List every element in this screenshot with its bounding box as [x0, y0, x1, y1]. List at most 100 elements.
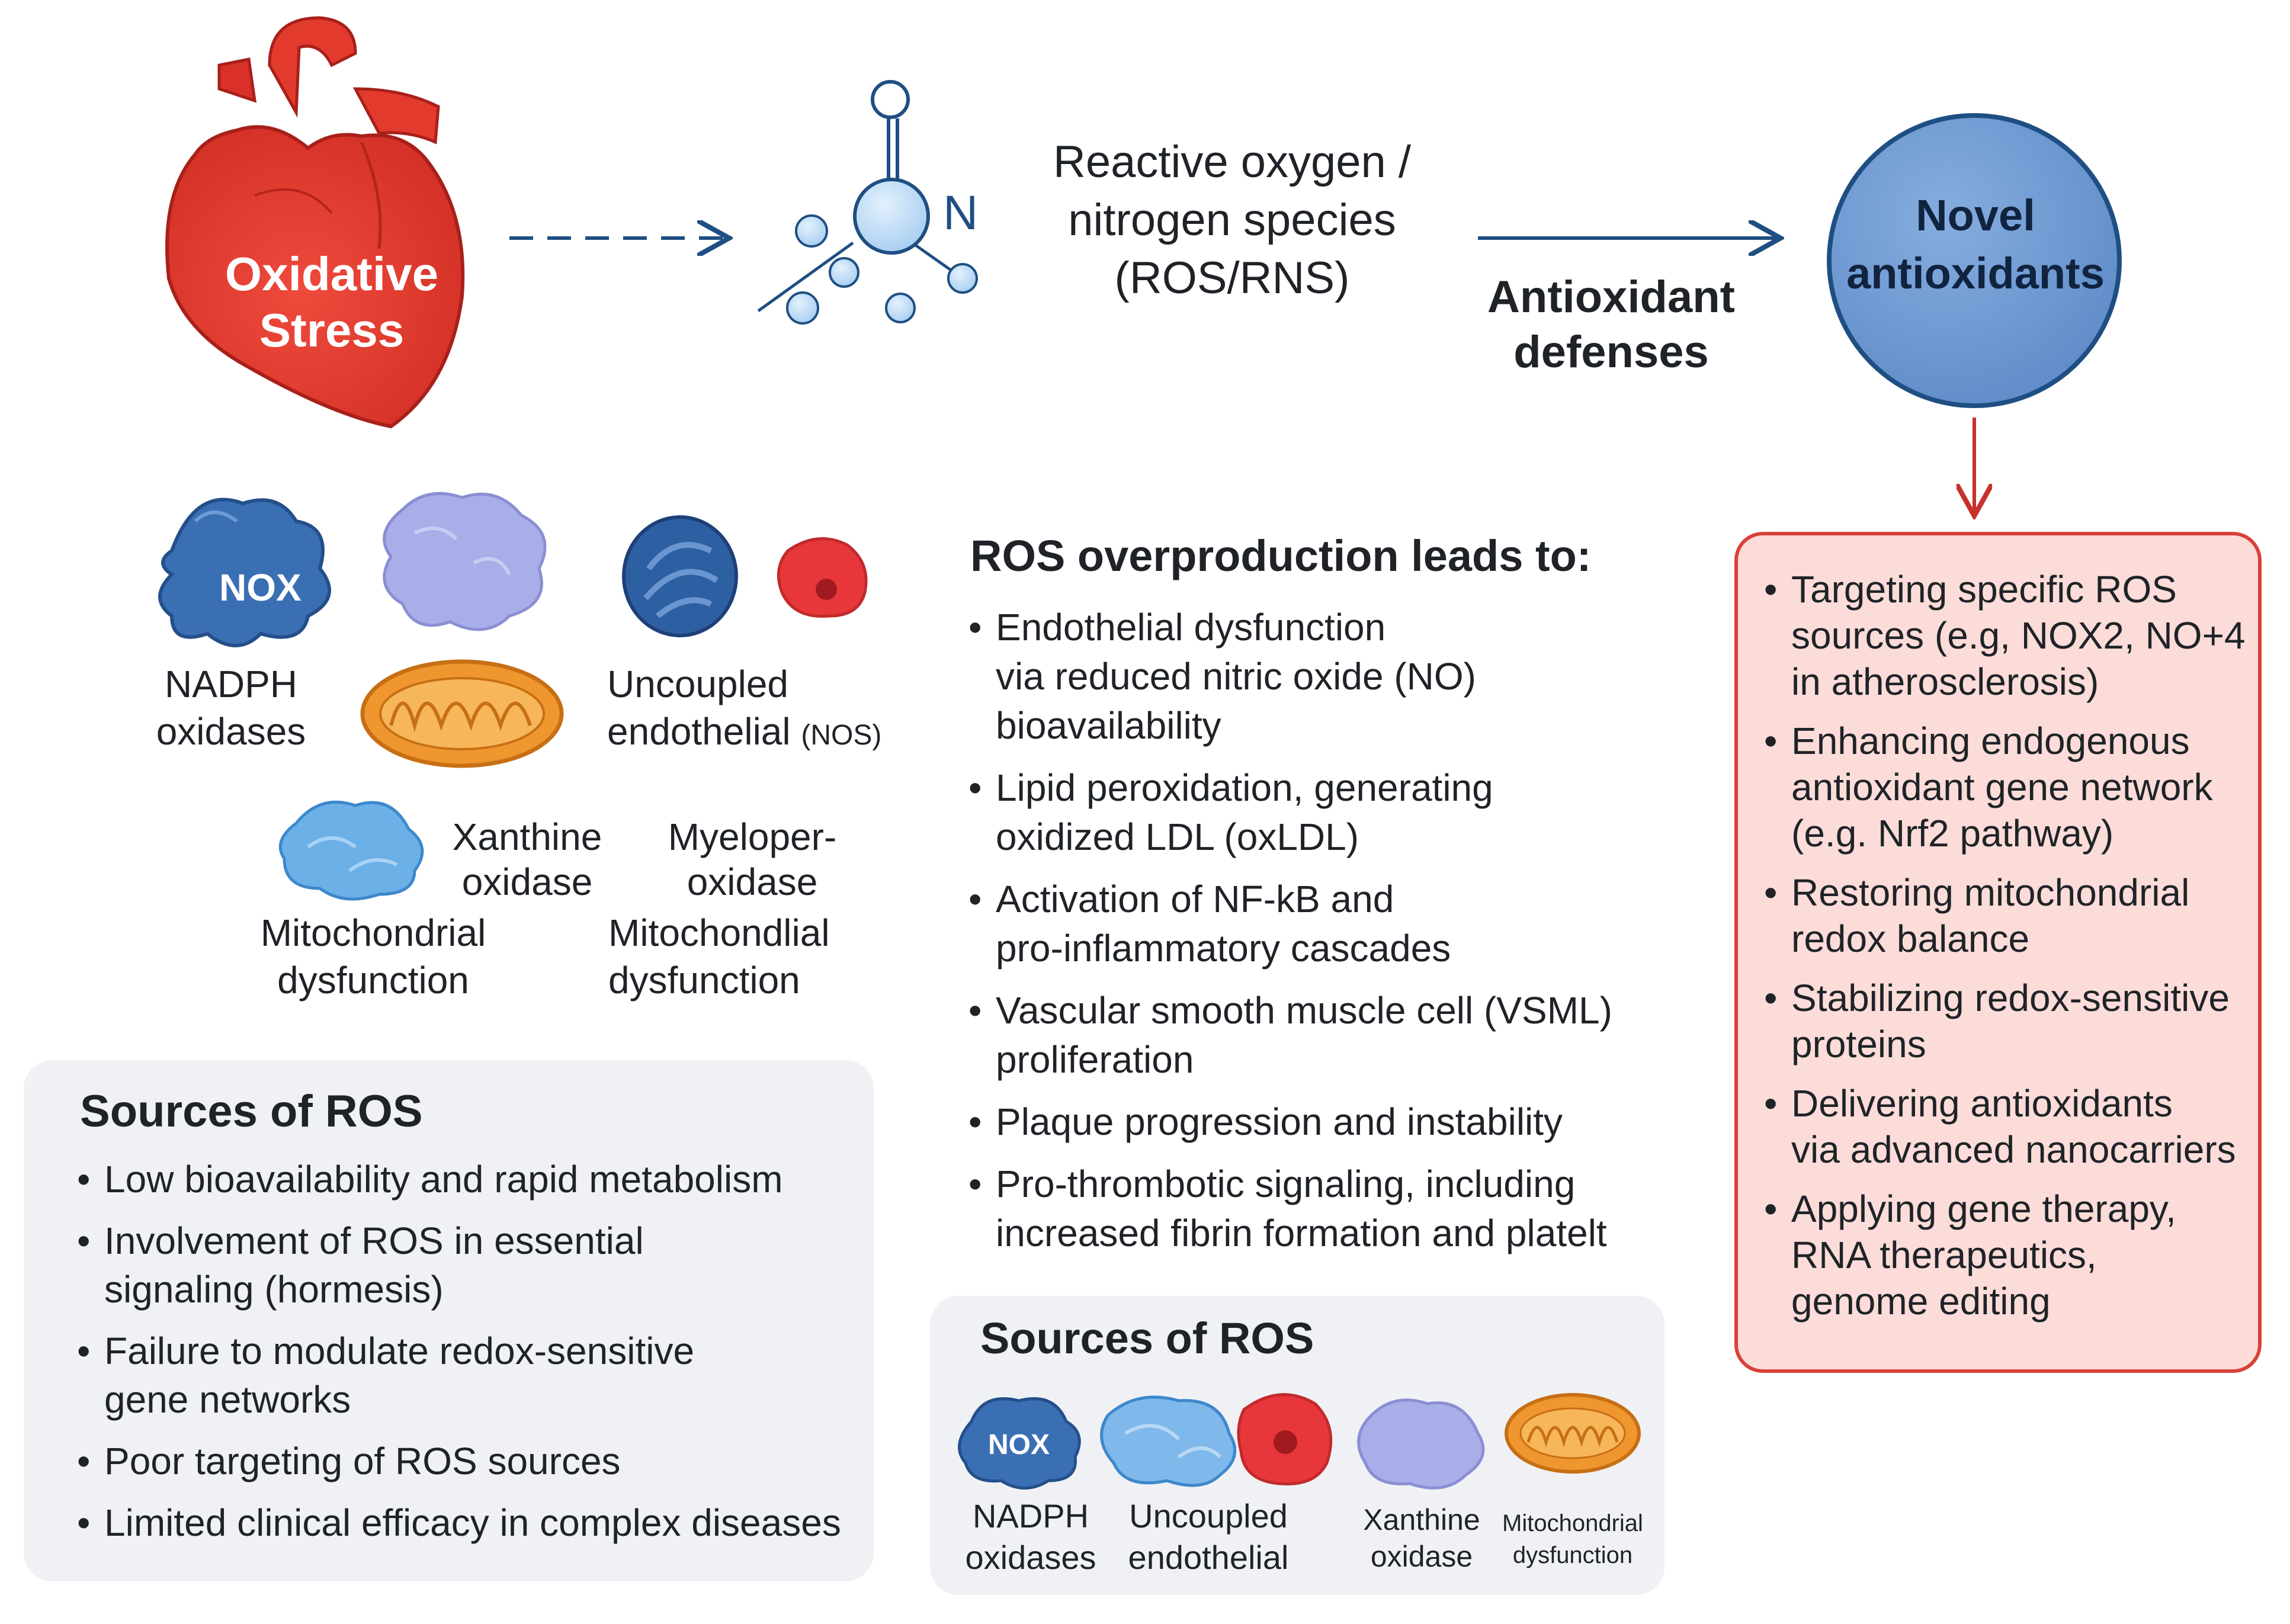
panel-xanthine-label: Xanthine oxidase	[1345, 1501, 1499, 1575]
ros-effect-line: Plaque progression and instability	[996, 1100, 1563, 1143]
limitations-list: Low bioavailability and rapid metabolism…	[71, 1155, 871, 1560]
strategy-line: (e.g. Nrf2 pathway)	[1791, 812, 2114, 855]
lavender-blob-icon	[383, 492, 547, 631]
xanthine-line1: Xanthine	[452, 816, 602, 858]
strategy-item: Enhancing endogenous antioxidant gene ne…	[1758, 718, 2256, 856]
ros-effect-line: increased fibrin formation and platelt	[996, 1212, 1607, 1254]
ros-effect-item: Endothelial dysfunction via reduced nitr…	[963, 603, 1656, 750]
panel-xanthine-line1: Xanthine	[1363, 1503, 1480, 1536]
strategy-line: via advanced nanocarriers	[1791, 1128, 2236, 1171]
stress-line1: Oxidative	[224, 248, 439, 300]
panel-uncoupled-line1: Uncoupled	[1129, 1497, 1288, 1535]
novel-antioxidants-circle	[1827, 113, 2122, 408]
nox-icon	[158, 498, 331, 647]
strategy-item: Targeting specific ROS sources (e.g, NOX…	[1758, 566, 2256, 705]
panel-nadph-line2: oxidases	[965, 1539, 1096, 1576]
defenses-line2: defenses	[1513, 327, 1709, 377]
limitation-line: gene networks	[104, 1378, 351, 1421]
ros-effect-item: Vascular smooth muscle cell (VSML) proli…	[963, 986, 1656, 1084]
limitation-item: Failure to modulate redox-sensitive gene…	[71, 1327, 871, 1424]
stress-line2: Stress	[259, 304, 405, 357]
sources-panel-title: Sources of ROS	[980, 1314, 1314, 1363]
ros-effect-item: Activation of NF-kB and pro-inflammatory…	[963, 875, 1656, 973]
panel-uncoupled-label: Uncoupled endothelial	[1108, 1495, 1309, 1578]
ros-effect-item: Lipid peroxidation, generating oxidized …	[963, 763, 1656, 862]
limitation-item: Limited clinical efficacy in complex dis…	[71, 1498, 871, 1547]
defenses-line1: Antioxidant	[1487, 272, 1735, 322]
xanthine-line2: oxidase	[461, 861, 593, 903]
strategy-line: Delivering antioxidants	[1791, 1082, 2173, 1125]
nadph-line2: oxidases	[156, 710, 306, 753]
strategy-line: Applying gene therapy,	[1791, 1187, 2176, 1230]
panel-mito-line2: dysfunction	[1512, 1542, 1633, 1568]
ros-effect-line: Activation of NF-kB and	[996, 878, 1394, 920]
myelo-line2: oxidase	[687, 861, 818, 903]
ros-effect-line: proliferation	[996, 1038, 1194, 1081]
panel-mito-label: Mitochondrial dysfunction	[1484, 1507, 1662, 1571]
limitation-item: Involvement of ROS in essential signalin…	[71, 1217, 871, 1314]
oxidative-stress-label: Oxidative Stress	[172, 246, 492, 358]
myeloperoxidase-label: Myeloper- oxidase	[658, 814, 847, 904]
strategy-line: Stabilizing redox-sensitive	[1791, 977, 2230, 1019]
molecule-n-label: N	[943, 186, 979, 240]
strategy-line: genome editing	[1791, 1280, 2051, 1323]
panel-xanthine-line2: oxidase	[1370, 1540, 1473, 1573]
species-label: Reactive oxygen / nitrogen species (ROS/…	[1019, 133, 1445, 307]
limitations-panel: Sources of ROS Low bioavailability and r…	[24, 1060, 874, 1581]
mito-a-line2: dysfunction	[277, 959, 469, 1002]
uncoupled-nos: (NOS)	[801, 720, 882, 751]
mitochondrion-icon	[360, 659, 564, 768]
nox-badge: NOX	[219, 566, 302, 609]
antioxidant-defenses-label: Antioxidant defenses	[1451, 269, 1771, 380]
strategy-line: Targeting specific ROS	[1791, 568, 2177, 611]
molecule-icon	[757, 80, 978, 325]
red-cell-icon	[777, 537, 868, 618]
ros-effect-line: pro-inflammatory cascades	[996, 927, 1451, 970]
strategy-line: antioxidant gene network	[1791, 766, 2213, 808]
limitation-line: signaling (hormesis)	[104, 1268, 444, 1311]
limitation-line: Low bioavailability and rapid metabolism	[104, 1158, 783, 1201]
nadph-line1: NADPH	[164, 663, 298, 705]
uncoupled-line1: Uncoupled	[607, 663, 788, 705]
mito-b-line1: Mitochondlial	[608, 912, 830, 954]
xanthine-oxidase-label: Xanthine oxidase	[438, 814, 616, 904]
mito-a-line1: Mitochondrial	[260, 912, 486, 954]
panel-uncoupled-line2: endothelial	[1128, 1539, 1289, 1576]
panel-nadph-label: NADPH oxidases	[948, 1495, 1114, 1578]
endothelial-cell-icon	[622, 515, 738, 637]
limitation-line: Failure to modulate redox-sensitive	[104, 1330, 695, 1372]
limitation-item: Poor targeting of ROS sources	[71, 1437, 871, 1485]
strategy-line: Restoring mitochondrial	[1791, 871, 2190, 914]
limitation-line: Limited clinical efficacy in complex dis…	[104, 1501, 841, 1544]
ros-overproduction-list: Endothelial dysfunction via reduced nitr…	[963, 603, 1656, 1271]
strategy-item: Restoring mitochondrial redox balance	[1758, 869, 2256, 962]
ros-overproduction-title: ROS overproduction leads to:	[970, 531, 1592, 580]
mitochondrial-dysfunction-label-b: Mitochondlial dysfunction	[608, 909, 905, 1004]
species-line1: Reactive oxygen /	[1053, 137, 1412, 187]
ros-effect-line: bioavailability	[996, 704, 1221, 747]
strategy-item: Applying gene therapy, RNA therapeutics,…	[1758, 1186, 2256, 1324]
novel-antioxidants-label: Novel antioxidants	[1830, 187, 2121, 303]
ros-effect-item: Plaque progression and instability	[963, 1097, 1656, 1147]
ros-effect-line: Vascular smooth muscle cell (VSML)	[996, 989, 1612, 1032]
novel-line1: Novel	[1916, 191, 2035, 240]
panel-nox-badge: NOX	[988, 1429, 1050, 1461]
strategy-item: Delivering antioxidants via advanced nan…	[1758, 1080, 2256, 1173]
ros-effect-line: via reduced nitric oxide (NO)	[996, 655, 1476, 698]
strategy-line: in atherosclerosis)	[1791, 660, 2099, 703]
ros-effect-item: Pro-thrombotic signaling, including incr…	[963, 1160, 1656, 1258]
ros-effect-line: Endothelial dysfunction	[996, 606, 1386, 649]
strategy-line: RNA therapeutics,	[1791, 1234, 2097, 1276]
limitation-line: Poor targeting of ROS sources	[104, 1440, 621, 1482]
limitation-item: Low bioavailability and rapid metabolism	[71, 1155, 871, 1203]
strategies-panel: Targeting specific ROS sources (e.g, NOX…	[1734, 532, 2262, 1373]
xanthine-blob-icon	[278, 800, 424, 901]
species-line3: (ROS/RNS)	[1114, 253, 1350, 303]
ros-effect-line: oxidized LDL (oxLDL)	[996, 816, 1359, 858]
strategy-line: redox balance	[1791, 917, 2030, 960]
mito-b-line2: dysfunction	[608, 959, 800, 1002]
panel-mito-line1: Mitochondrial	[1502, 1510, 1643, 1536]
ros-effect-line: Lipid peroxidation, generating	[996, 766, 1493, 809]
strategy-line: sources (e.g, NOX2, NO+4	[1791, 614, 2246, 657]
limitation-line: Involvement of ROS in essential	[104, 1219, 644, 1262]
